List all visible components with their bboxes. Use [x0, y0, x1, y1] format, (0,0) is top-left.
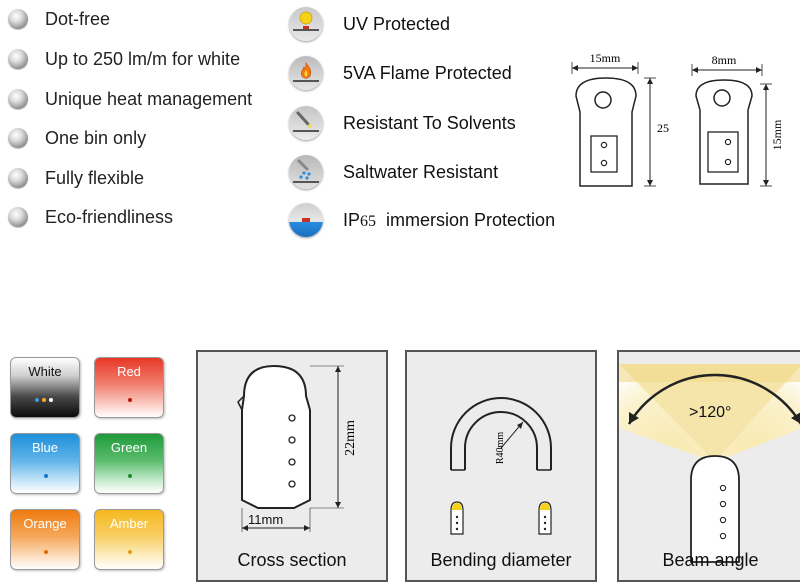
- led-dot: [128, 550, 132, 554]
- led-dot: [42, 398, 46, 402]
- feature-label: Up to 250 lm/m for white: [45, 48, 241, 69]
- protection-item: IP65 immersion Protection: [289, 203, 555, 237]
- beam-angle-value: >120°: [689, 404, 732, 421]
- protection-item: Resistant To Solvents: [289, 106, 516, 140]
- cross-section-caption: Cross section: [237, 550, 347, 570]
- led-dot: [128, 398, 132, 402]
- feature-item: Up to 250 lm/m for white: [8, 47, 240, 71]
- beam-angle-caption: Beam angle: [662, 550, 759, 570]
- color-swatch-red: Red: [94, 357, 164, 418]
- cross-section-drawing: 22mm: [237, 364, 358, 532]
- immersion-icon: [289, 203, 323, 237]
- protection-label: Resistant To Solvents: [343, 112, 516, 133]
- bending-radius-label: R40mm: [495, 432, 506, 464]
- cross-section-width-label: 11mm: [248, 512, 284, 527]
- solvent-icon: [289, 106, 323, 140]
- dimension-width-label: 8mm: [712, 53, 737, 67]
- feature-label: Eco-friendliness: [45, 206, 174, 227]
- color-swatch-blue: Blue: [10, 433, 80, 494]
- bending-drawing: R40mm: [450, 397, 552, 535]
- color-label: Red: [117, 364, 141, 379]
- beam-angle-drawing: [619, 364, 800, 563]
- feature-item: Fully flexible: [8, 166, 144, 190]
- bullet-icon: [8, 89, 28, 109]
- feature-label: Fully flexible: [45, 167, 145, 188]
- dimension-drawing-wide: 15mm 25: [571, 51, 669, 187]
- bullet-icon: [8, 128, 28, 148]
- flame-icon: [289, 56, 323, 90]
- feature-label: Unique heat management: [45, 88, 253, 109]
- protection-label: Saltwater Resistant: [343, 161, 499, 182]
- led-dot: [49, 398, 53, 402]
- bending-diameter-caption: Bending diameter: [430, 550, 572, 570]
- protection-item: Saltwater Resistant: [289, 155, 498, 189]
- dimension-drawing-narrow: 8mm 15mm: [691, 53, 784, 187]
- color-swatch-green: Green: [94, 433, 164, 494]
- bullet-icon: [8, 207, 28, 227]
- color-label: Blue: [31, 440, 59, 455]
- feature-label: One bin only: [45, 127, 147, 148]
- bending-diameter-panel: R40mm Bending diameter: [405, 350, 597, 582]
- dimension-height-label: 15mm: [770, 119, 784, 150]
- feature-item: Unique heat management: [8, 87, 252, 111]
- color-swatch-orange: Orange: [10, 509, 80, 570]
- led-dot: [35, 398, 39, 402]
- feature-item: One bin only: [8, 126, 146, 150]
- cross-section-height-label: 22mm: [343, 420, 358, 456]
- water-drops-icon: [289, 155, 323, 189]
- color-label: Orange: [23, 516, 67, 531]
- color-swatch-amber: Amber: [94, 509, 164, 570]
- protection-item: UV Protected: [289, 7, 450, 41]
- color-label: Green: [110, 440, 148, 455]
- protection-label: 5VA Flame Protected: [343, 62, 512, 83]
- bullet-icon: [8, 49, 28, 69]
- cross-section-panel: 22mm 11mm Cross section: [196, 350, 388, 582]
- dimension-height-label: 25: [657, 121, 669, 135]
- bullet-icon: [8, 168, 28, 188]
- color-swatch-white: White: [10, 357, 80, 418]
- color-label: Amber: [109, 516, 149, 531]
- led-dot: [44, 474, 48, 478]
- bullet-icon: [8, 9, 28, 29]
- feature-item: Dot-free: [8, 7, 110, 31]
- protection-label: UV Protected: [343, 13, 451, 34]
- beam-angle-panel: >120° Beam angle: [617, 350, 800, 582]
- led-dot: [128, 474, 132, 478]
- dimension-width-label: 15mm: [590, 51, 621, 65]
- feature-item: Eco-friendliness: [8, 205, 173, 229]
- protection-label: IP65 immersion Protection: [343, 209, 556, 230]
- protection-item: 5VA Flame Protected: [289, 56, 512, 90]
- sun-icon: [289, 7, 323, 41]
- led-dot: [44, 550, 48, 554]
- color-label: White: [28, 364, 62, 379]
- feature-label: Dot-free: [45, 8, 111, 29]
